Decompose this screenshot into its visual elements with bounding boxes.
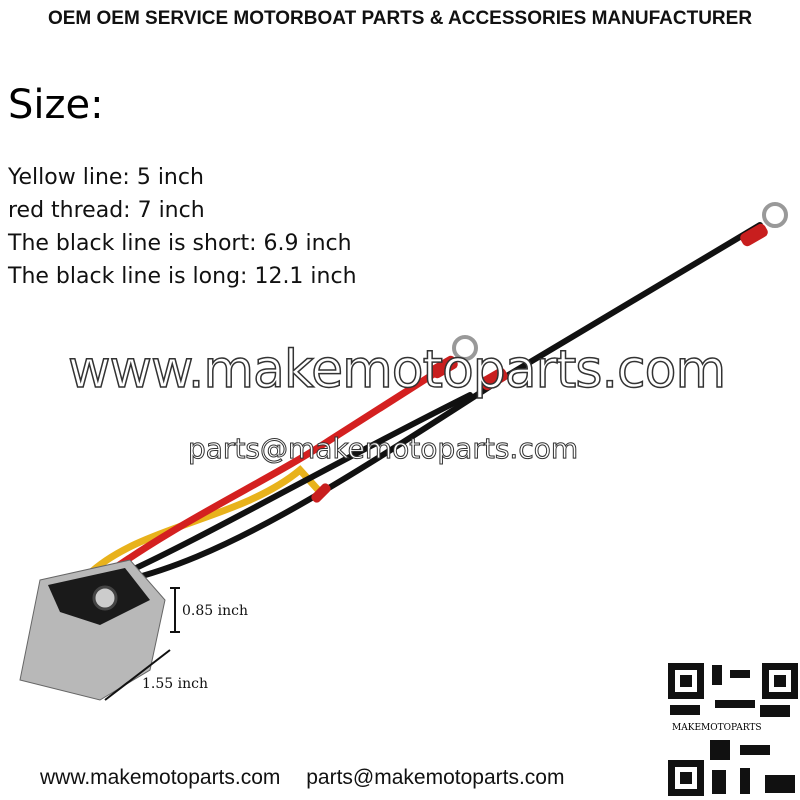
watermark-url: www.makemotoparts.com xyxy=(67,339,727,401)
width-dimension: 1.55 inch xyxy=(142,676,208,692)
footer-email: parts@makemotoparts.com xyxy=(306,766,565,789)
spec-yellow: Yellow line: 5 inch xyxy=(8,165,204,190)
header-title: OEM OEM SERVICE MOTORBOAT PARTS & ACCESS… xyxy=(47,8,753,29)
qr-code-label: MAKEMOTOPARTS xyxy=(672,723,762,733)
watermark-email: parts@makemotoparts.com xyxy=(187,432,579,466)
spec-red: red thread: 7 inch xyxy=(8,198,205,223)
footer-url: www.makemotoparts.com xyxy=(40,766,281,789)
height-dimension: 0.85 inch xyxy=(182,603,248,619)
size-title: Size: xyxy=(8,82,104,128)
footer: www.makemotoparts.com parts@makemotopart… xyxy=(40,766,584,790)
spec-black-long: The black line is long: 12.1 inch xyxy=(8,264,357,289)
spec-black-short: The black line is short: 6.9 inch xyxy=(8,231,352,256)
